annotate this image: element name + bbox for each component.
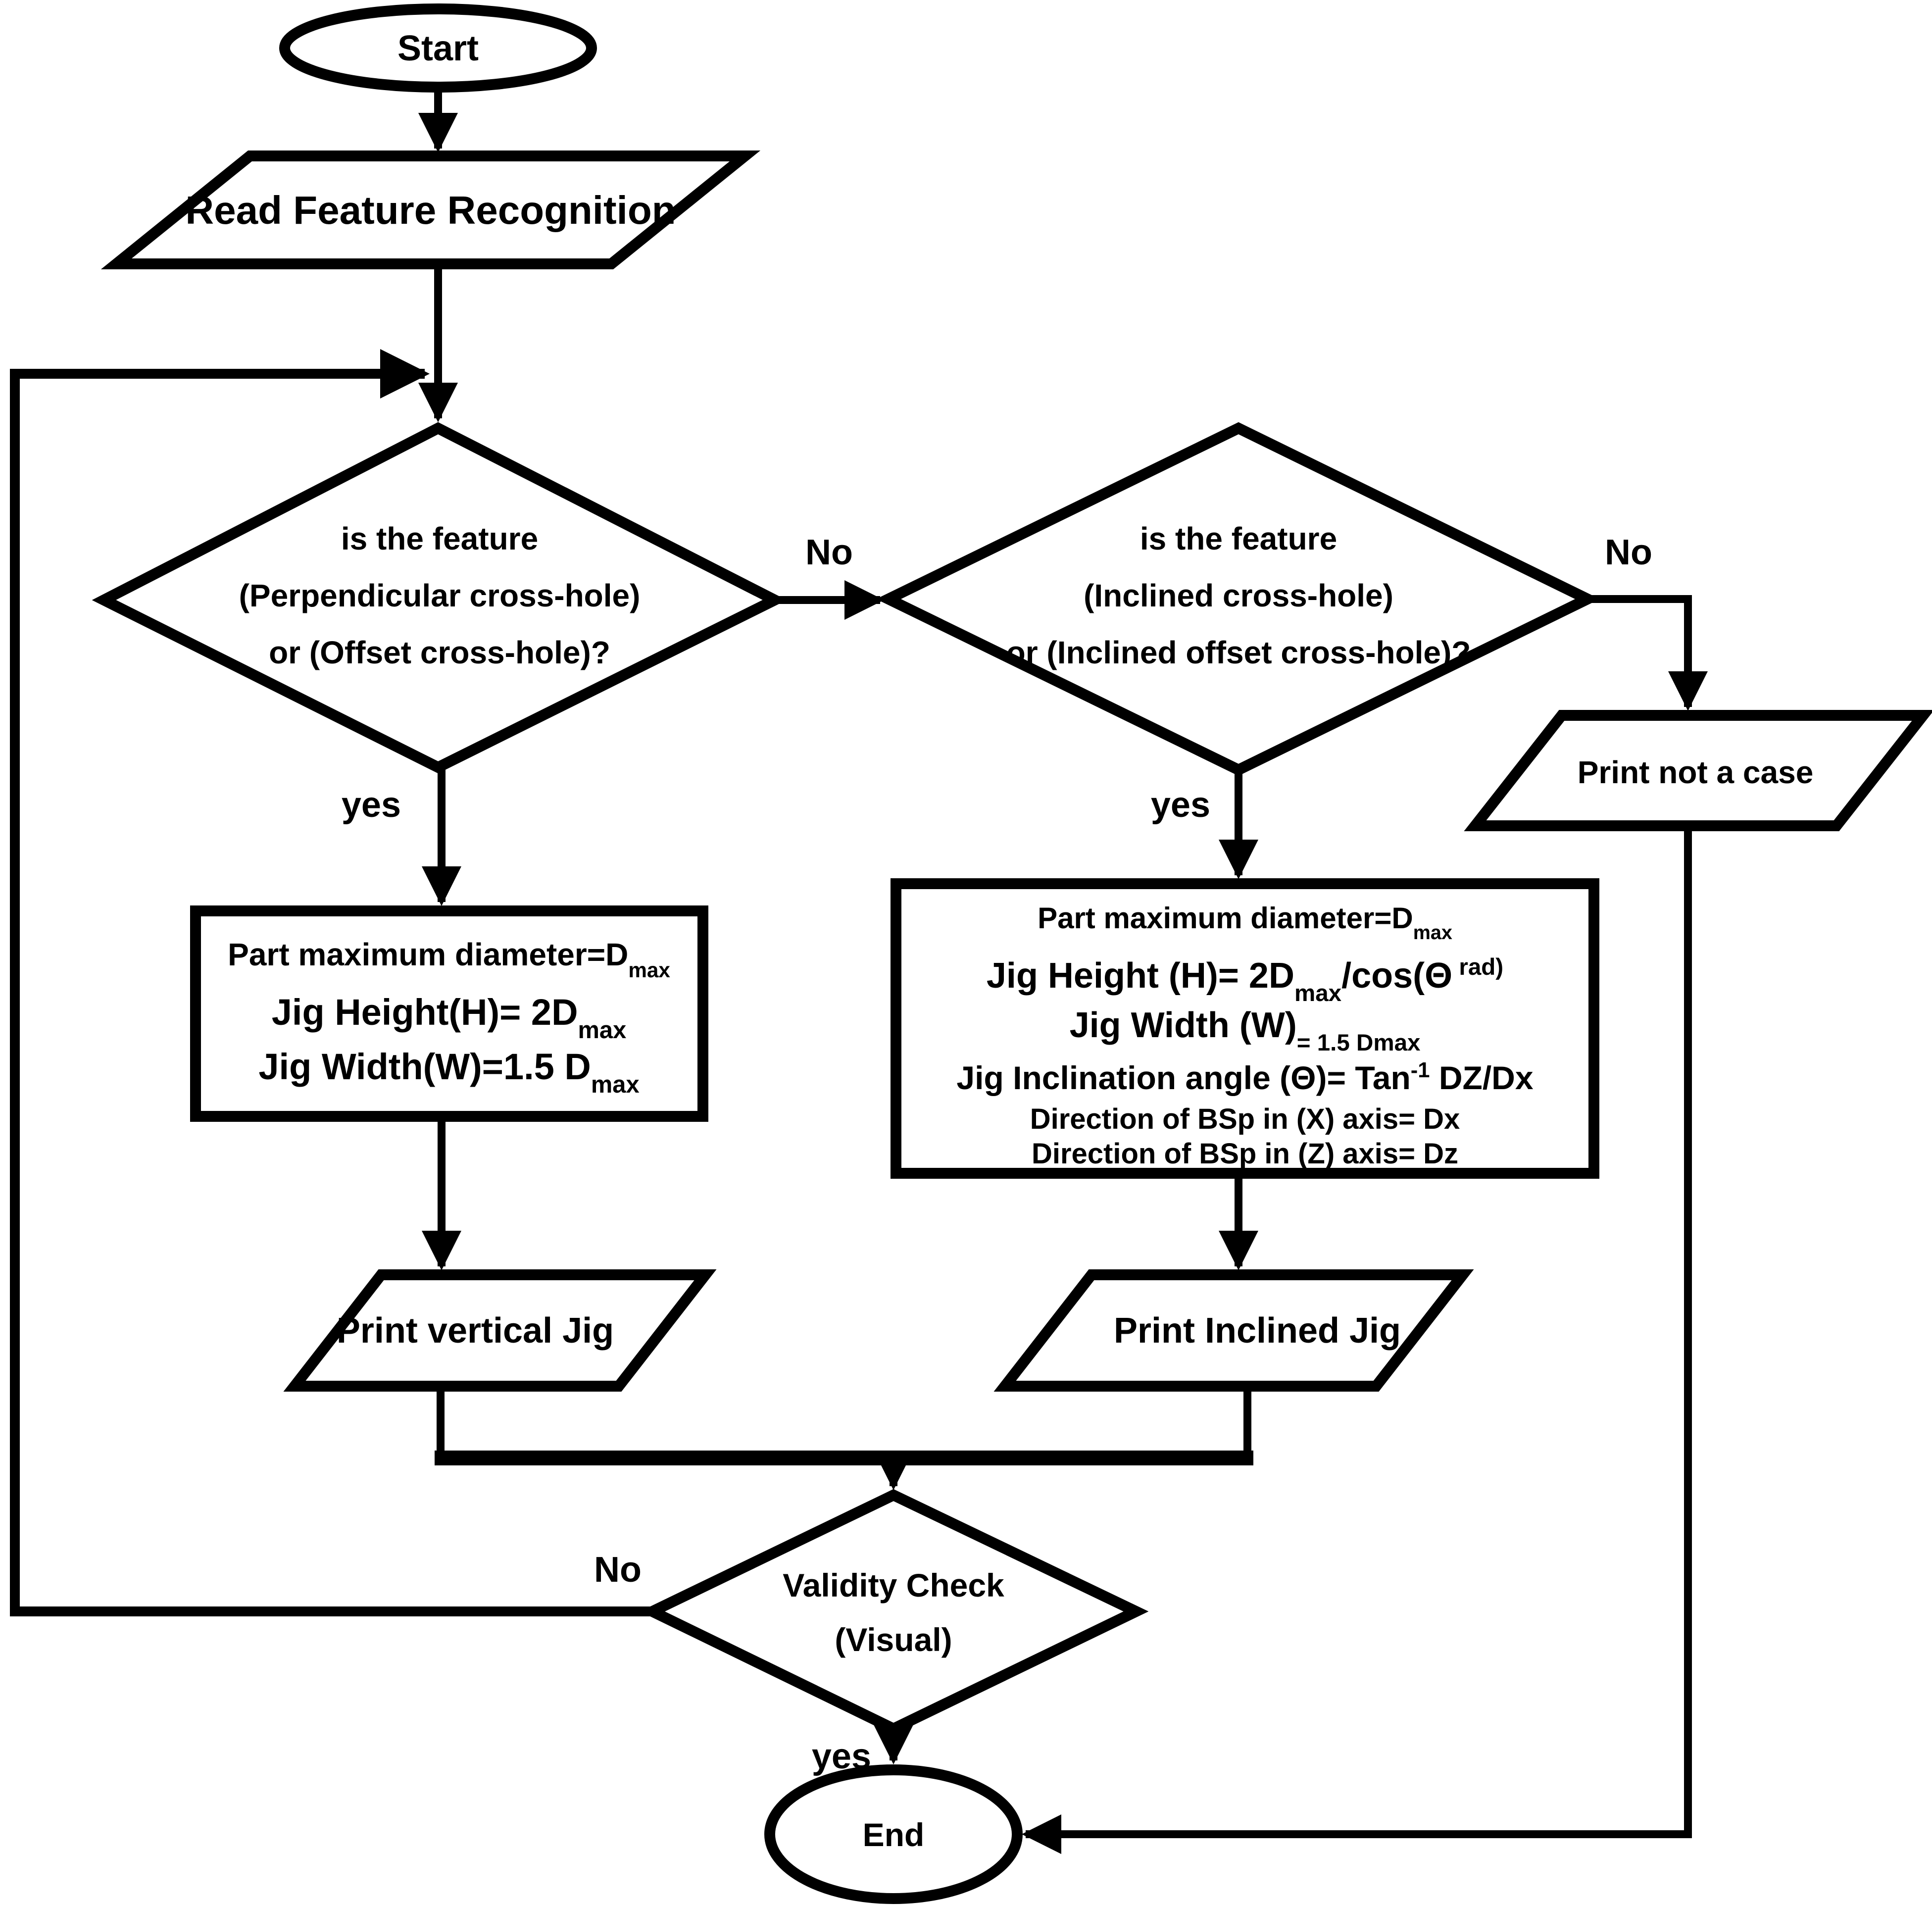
print-inclined-label: Print Inclined Jig xyxy=(1114,1311,1401,1351)
process1-vertical-jig-box xyxy=(190,905,708,1122)
process2-inclined-jig-box xyxy=(891,878,1599,1179)
print-not-case-label: Print not a case xyxy=(1578,754,1814,790)
edge-label-decision1-yes: yes xyxy=(342,785,401,825)
start-label: Start xyxy=(397,29,479,68)
edge-print-not-case-to-end xyxy=(1022,826,1692,1854)
decision1-perpendicular-diamond xyxy=(92,422,787,774)
process1-line2: Jig Height(H)= 2Dmax xyxy=(272,992,627,1044)
decision1-line1: is the feature xyxy=(341,521,538,556)
decision2-line2: (Inclined cross-hole) xyxy=(1084,578,1393,613)
print-inclined-io xyxy=(993,1269,1474,1392)
process2-line3: Jig Width (W)= 1.5 Dmax xyxy=(1070,1005,1421,1056)
decision2-line1: is the feature xyxy=(1140,521,1337,556)
read-feature-label: Read Feature Recognition xyxy=(185,188,676,232)
edge-validity-no-loopback xyxy=(10,349,652,1616)
print-vertical-label: Print vertical Jig xyxy=(337,1311,614,1351)
decision2-inclined-diamond xyxy=(876,422,1600,776)
validity-check-diamond xyxy=(640,1489,1149,1735)
validity-line1: Validity Check xyxy=(783,1567,1004,1604)
process2-line1: Part maximum diameter=Dmax xyxy=(1038,902,1452,944)
print-vertical-io xyxy=(283,1269,717,1392)
decision1-line3: or (Offset cross-hole)? xyxy=(269,635,610,670)
edge-label-decision2-no: No xyxy=(1605,533,1652,572)
edge-label-validity-yes: yes xyxy=(812,1737,871,1776)
validity-line2: (Visual) xyxy=(835,1621,952,1658)
edge-decision2-no-to-print-not-case xyxy=(1587,595,1708,711)
print-not-case-io xyxy=(1464,710,1932,831)
process2-line6: Direction of BSp in (Z) axis= Dz xyxy=(1032,1138,1458,1170)
decision1-line2: (Perpendicular cross-hole) xyxy=(239,578,641,613)
process1-line1: Part maximum diameter=Dmax xyxy=(228,937,670,982)
end-label: End xyxy=(863,1816,925,1853)
process2-line5: Direction of BSp in (X) axis= Dx xyxy=(1030,1103,1460,1135)
process1-line3: Jig Width(W)=1.5 Dmax xyxy=(258,1046,639,1098)
read-feature-io xyxy=(100,150,761,269)
decision2-line3: or (Inclined offset cross-hole)? xyxy=(1006,635,1471,670)
process2-line4: Jig Inclination angle (Θ)= Tan-1 DZ/Dx xyxy=(956,1058,1533,1096)
edge-label-decision2-yes: yes xyxy=(1151,785,1210,825)
start-terminator xyxy=(279,3,597,93)
process2-line2: Jig Height (H)= 2Dmax/cos(Θ rad) xyxy=(987,954,1503,1006)
edge-label-validity-no: No xyxy=(594,1550,642,1590)
edge-label-decision1-no: No xyxy=(805,533,853,572)
end-terminator xyxy=(764,1764,1023,1904)
